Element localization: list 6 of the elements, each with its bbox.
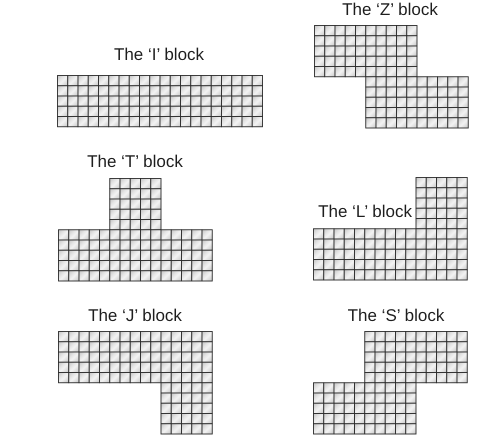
block-title: The ‘L’ block xyxy=(318,202,412,222)
block-title: The ‘J’ block xyxy=(88,306,182,326)
block-title: The ‘S’ block xyxy=(348,306,444,326)
block-title: The ‘I’ block xyxy=(114,45,204,65)
block-title: The ‘T’ block xyxy=(87,152,183,172)
block-title: The ‘Z’ block xyxy=(342,0,438,20)
